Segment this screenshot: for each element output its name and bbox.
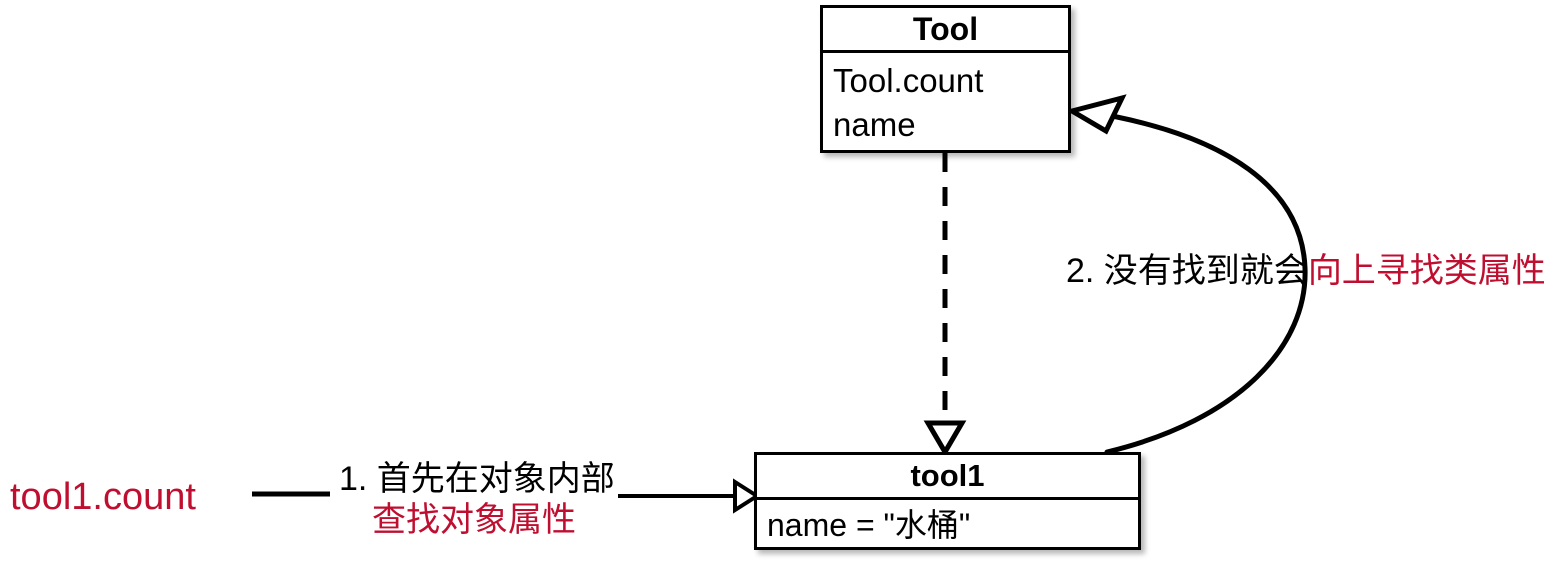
tool1-object-box[interactable]: tool1 name = "水桶" <box>754 452 1141 550</box>
tool-class-attribute-0: Tool.count <box>833 62 984 100</box>
step-2-highlight: 向上寻找类属性 <box>1307 252 1546 290</box>
step1-to-object-arrowhead <box>733 478 761 514</box>
tool1-object-attributes: name = "水桶" <box>757 500 1138 550</box>
tool1-object-attribute-0: name = "水桶" <box>767 506 971 543</box>
lookup-up-curve <box>1087 109 1308 455</box>
step-1-line-2: 查找对象属性 <box>372 501 576 540</box>
tool-class-attribute-1: name <box>833 106 916 143</box>
step-1-line-1: 1. 首先在对象内部 <box>339 460 615 498</box>
step-2-label: 2. 没有找到就会向上寻找类属性 <box>1066 251 1546 292</box>
tool-class-title: Tool <box>823 8 1068 53</box>
expression-label: tool1.count <box>10 476 196 518</box>
lookup-up-arrowhead <box>1065 94 1127 135</box>
step-2-prefix: 2. 没有找到就会 <box>1066 252 1308 290</box>
tool-class-attributes: Tool.count name <box>823 53 1068 153</box>
step-1-label: 1. 首先在对象内部 查找对象属性 <box>339 459 615 542</box>
tool-class-box[interactable]: Tool Tool.count name <box>820 5 1071 153</box>
instance-of-arrowhead <box>923 420 967 457</box>
tool1-object-title: tool1 <box>757 455 1138 500</box>
